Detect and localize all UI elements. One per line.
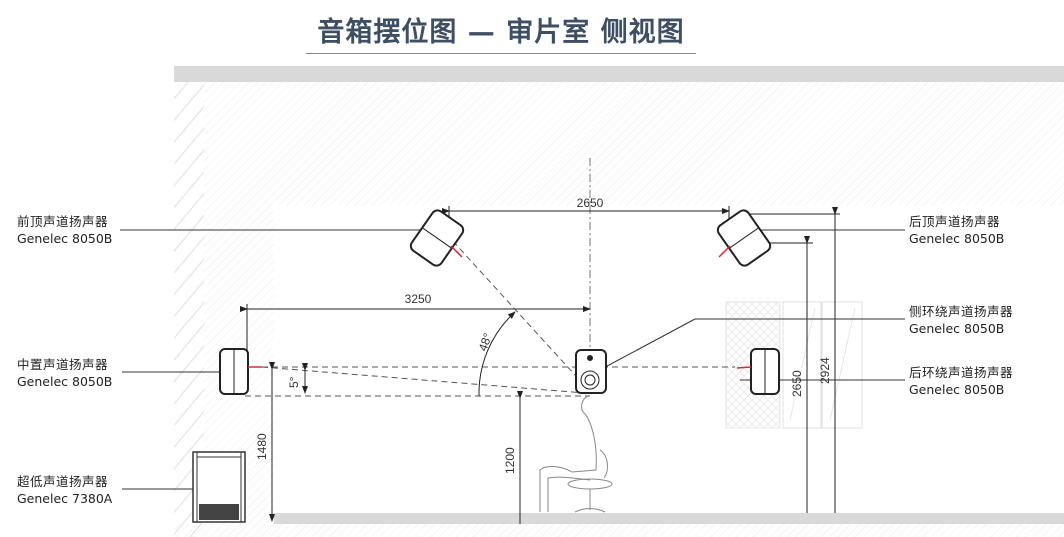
rear-height-model: Genelec 8050B	[909, 231, 1005, 246]
dim-center-height: 1480	[255, 433, 269, 460]
side-surround-name: 侧环绕声道扬声器	[909, 304, 1014, 319]
listener-figure	[539, 395, 613, 513]
dim-height-speaker-level: 2650	[790, 370, 804, 397]
subwoofer-model: Genelec 7380A	[17, 491, 113, 506]
front-height-name: 前顶声道扬声器	[17, 214, 109, 229]
side-surround-model: Genelec 8050B	[909, 321, 1005, 336]
rear-surround-model: Genelec 8050B	[909, 382, 1005, 397]
dim-center-distance: 3250	[405, 292, 432, 306]
center-speaker	[219, 348, 249, 395]
label-rear-surround: 后环绕声道扬声器 Genelec 8050B	[909, 364, 1013, 398]
floor-slab	[274, 513, 1064, 524]
rear-height-name: 后顶声道扬声器	[909, 214, 1001, 229]
rear-surround-name: 后环绕声道扬声器	[909, 365, 1014, 380]
label-rear-height: 后顶声道扬声器 Genelec 8050B	[909, 213, 1004, 247]
dim-ear-height: 1200	[503, 447, 517, 474]
front-height-speaker	[409, 209, 465, 267]
dim-angle-elevation: 48°	[476, 331, 495, 353]
front-height-model: Genelec 8050B	[17, 231, 113, 246]
rear-height-speaker	[716, 209, 772, 267]
dim-ceiling-height: 2924	[818, 357, 832, 384]
floor-below	[174, 524, 1064, 537]
rear-diffuser-panel-1	[782, 301, 822, 429]
center-name: 中置声道扬声器	[17, 357, 109, 372]
label-subwoofer: 超低声道扬声器 Genelec 7380A	[17, 473, 112, 507]
leader-side-surround	[595, 318, 696, 373]
label-side-surround: 侧环绕声道扬声器 Genelec 8050B	[909, 303, 1013, 337]
label-front-height: 前顶声道扬声器 Genelec 8050B	[17, 213, 112, 247]
subwoofer-name: 超低声道扬声器	[17, 474, 109, 489]
center-model: Genelec 8050B	[17, 374, 113, 389]
rear-diffuser-panel-2	[821, 301, 863, 429]
rear-surround-speaker	[750, 348, 780, 395]
title-underline	[306, 53, 696, 54]
dim-angle-tilt: 5°	[287, 376, 301, 388]
ceiling-cavity	[204, 82, 1064, 206]
ceiling-slab	[174, 66, 1064, 82]
subwoofer	[192, 451, 246, 523]
dim-height-spacing: 2650	[577, 196, 604, 210]
side-surround-speaker	[575, 349, 607, 394]
page-title: 音箱摆位图 — 审片室 侧视图	[317, 17, 685, 48]
label-center: 中置声道扬声器 Genelec 8050B	[17, 356, 112, 390]
